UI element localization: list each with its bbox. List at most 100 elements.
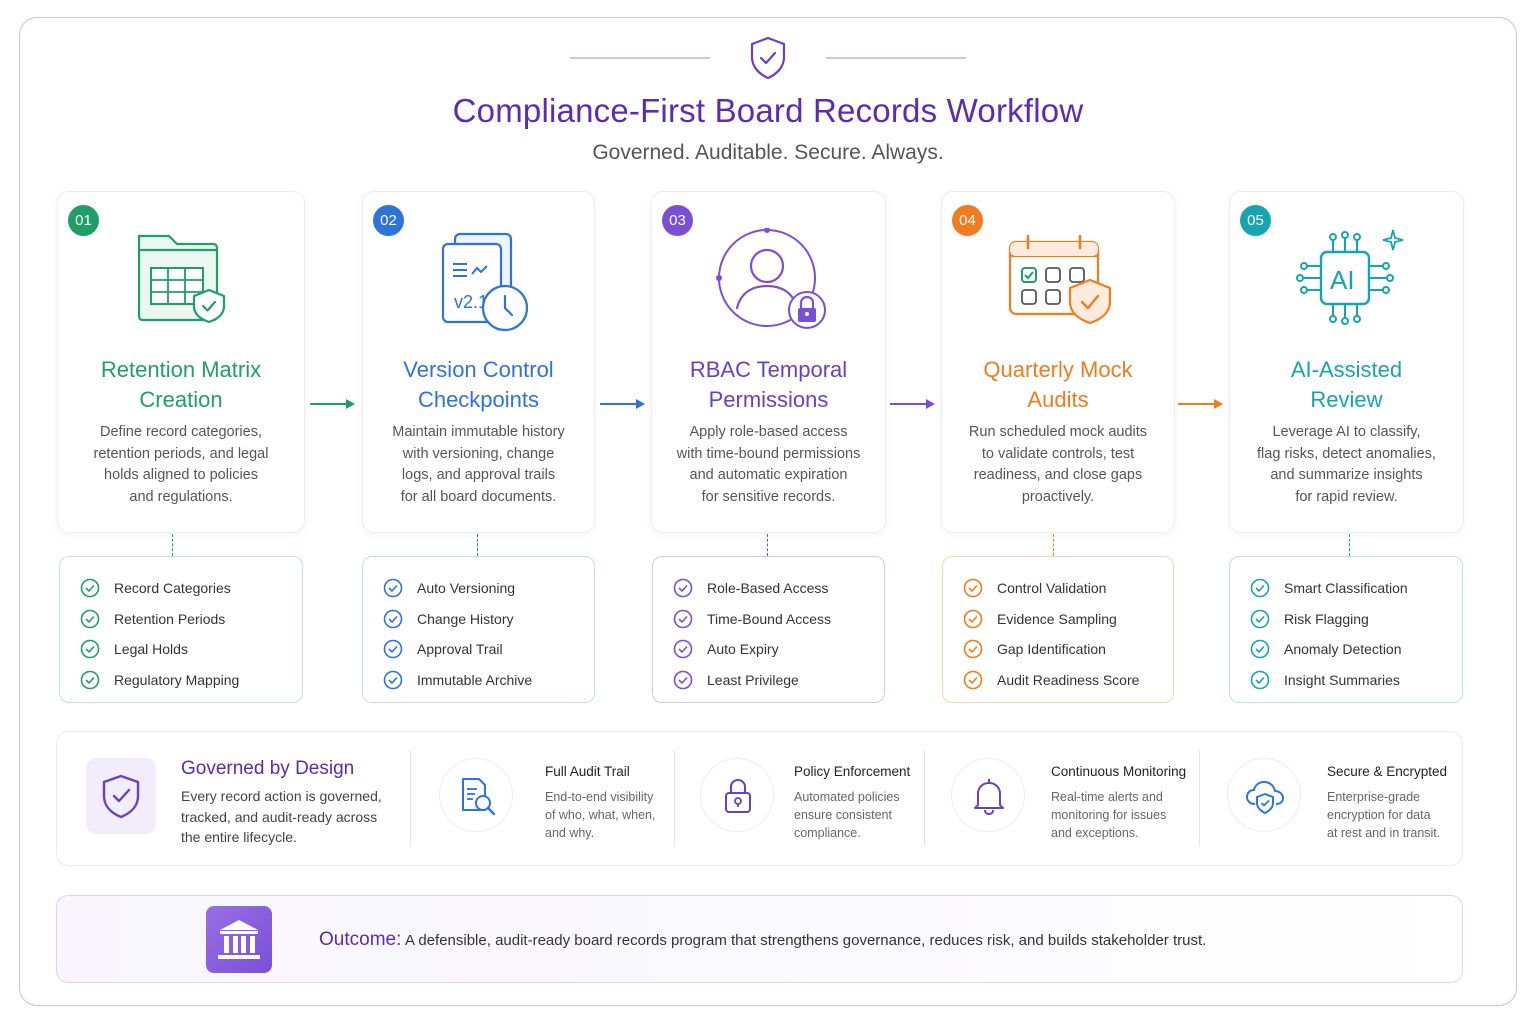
list-item: Audit Readiness Score [963, 665, 1173, 696]
header-divider-left [570, 57, 710, 59]
step-3-feature-list: Role-Based Access Time-Bound Access Auto… [652, 556, 885, 703]
feature-icon-circle [700, 758, 774, 832]
page-title: Compliance-First Board Records Workflow [452, 92, 1084, 129]
connector-3 [767, 534, 768, 556]
step-number-badge: 03 [662, 205, 693, 236]
folder-table-shield-icon [137, 234, 226, 324]
governance-features-panel: Governed by Design Every record action i… [56, 731, 1463, 866]
outcome-icon-tile [206, 906, 272, 973]
check-circle-icon [383, 578, 403, 598]
list-item: Least Privilege [673, 665, 884, 696]
governed-description: Every record action is governed,tracked,… [181, 788, 382, 845]
list-item: Control Validation [963, 573, 1173, 604]
step-description: Define record categories,retention perio… [93, 424, 269, 505]
feature-title: Secure & Encrypted [1327, 764, 1448, 779]
flow-arrow-1-2 [310, 399, 355, 409]
check-circle-icon [1250, 639, 1270, 659]
flow-arrow-4-5 [1178, 399, 1223, 409]
outcome-text: A defensible, audit-ready board records … [405, 932, 1207, 949]
calendar-checklist-shield-icon [1008, 234, 1112, 325]
step-1-feature-list: Record Categories Retention Periods Lega… [59, 556, 303, 703]
check-circle-icon [673, 578, 693, 598]
document-version-clock-icon: v2.1 [441, 232, 528, 332]
header-divider-right [826, 57, 966, 59]
flow-arrow-2-3 [600, 399, 645, 409]
institution-building-icon [218, 920, 260, 959]
governed-by-design-badge [86, 758, 156, 834]
list-item: Anomaly Detection [1250, 634, 1462, 665]
step-number-badge: 01 [68, 205, 99, 236]
check-circle-icon [1250, 609, 1270, 629]
check-circle-icon [80, 670, 100, 690]
ai-chip-icon: AI [1295, 229, 1403, 325]
padlock-icon [725, 778, 751, 813]
page-subtitle: Governed. Auditable. Secure. Always. [592, 141, 944, 164]
check-circle-icon [963, 670, 983, 690]
feature-icon-circle [1227, 758, 1301, 832]
check-circle-icon [1250, 670, 1270, 690]
check-circle-icon [673, 670, 693, 690]
check-circle-icon [963, 578, 983, 598]
step-2-feature-list: Auto Versioning Change History Approval … [362, 556, 595, 703]
shield-check-icon [102, 774, 140, 819]
check-circle-icon [80, 578, 100, 598]
divider [924, 750, 925, 846]
cloud-shield-icon [1246, 781, 1284, 814]
list-item: Approval Trail [383, 634, 594, 665]
check-circle-icon [383, 639, 403, 659]
check-circle-icon [1250, 578, 1270, 598]
feature-title: Policy Enforcement [794, 764, 911, 779]
flow-arrow-3-4 [890, 399, 935, 409]
list-item: Immutable Archive [383, 665, 594, 696]
list-item: Legal Holds [80, 634, 302, 665]
list-item: Risk Flagging [1250, 604, 1462, 635]
feature-icon-circle [951, 758, 1025, 832]
user-lock-icon [715, 228, 826, 329]
list-item: Insight Summaries [1250, 665, 1462, 696]
divider [674, 750, 675, 846]
list-item: Regulatory Mapping [80, 665, 302, 696]
check-circle-icon [80, 609, 100, 629]
connector-2 [477, 534, 478, 556]
list-item: Gap Identification [963, 634, 1173, 665]
feature-title: Continuous Monitoring [1051, 764, 1187, 779]
bell-icon [974, 779, 1004, 816]
check-circle-icon [963, 609, 983, 629]
list-item: Retention Periods [80, 604, 302, 635]
list-item: Evidence Sampling [963, 604, 1173, 635]
check-circle-icon [673, 639, 693, 659]
check-circle-icon [383, 609, 403, 629]
step-5-feature-list: Smart Classification Risk Flagging Anoma… [1229, 556, 1463, 703]
check-circle-icon [963, 639, 983, 659]
list-item: Time-Bound Access [673, 604, 884, 635]
step-number-badge: 02 [373, 205, 404, 236]
connector-1 [172, 534, 173, 556]
divider [1199, 750, 1200, 846]
list-item: Smart Classification [1250, 573, 1462, 604]
divider [410, 750, 411, 846]
list-item: Role-Based Access [673, 573, 884, 604]
governed-title: Governed by Design [181, 758, 355, 779]
check-circle-icon [383, 670, 403, 690]
connector-4 [1053, 534, 1054, 556]
step-number-badge: 05 [1240, 205, 1271, 236]
outcome-label: Outcome: [319, 929, 402, 950]
step-4-feature-list: Control Validation Evidence Sampling Gap… [942, 556, 1174, 703]
document-search-icon [462, 778, 496, 816]
list-item: Auto Versioning [383, 573, 594, 604]
feature-icon-circle [439, 758, 513, 832]
list-item: Change History [383, 604, 594, 635]
